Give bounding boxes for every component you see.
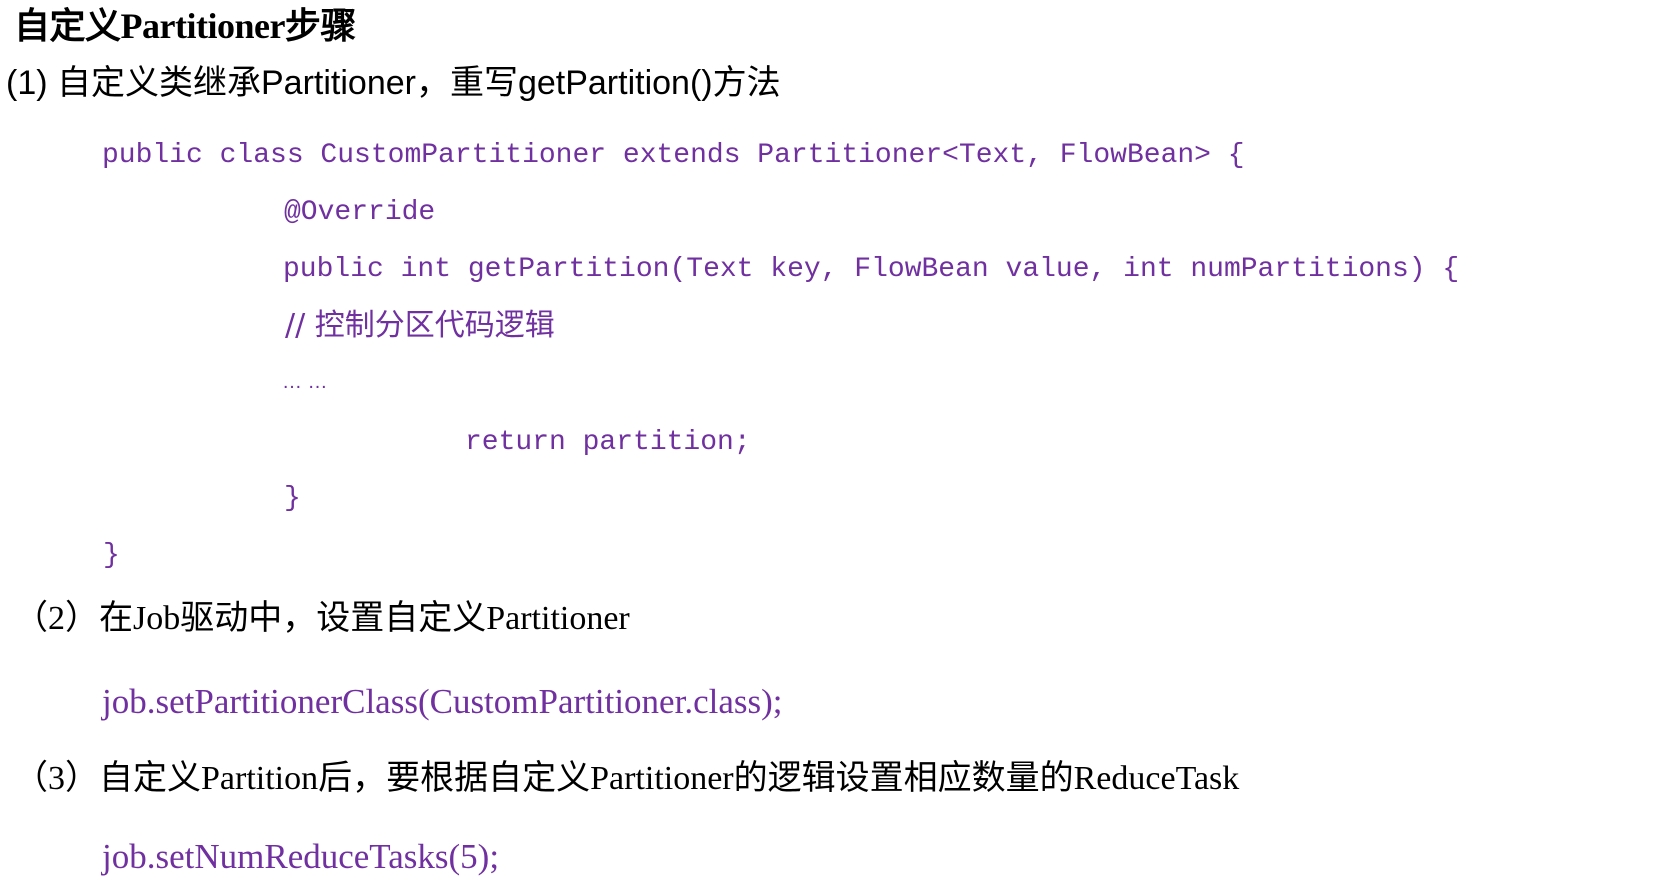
- code-line-comment: // 控制分区代码逻辑: [285, 308, 555, 343]
- code-line-class-close-brace: }: [103, 540, 120, 571]
- code-line-ellipsis: … …: [282, 371, 328, 393]
- step-1-label: (1) 自定义类继承Partitioner，重写getPartition()方法: [6, 64, 781, 102]
- code-line-set-num-reduce-tasks: job.setNumReduceTasks(5);: [102, 837, 500, 876]
- code-line-override-annotation: @Override: [284, 197, 436, 228]
- page-title: 自定义Partitioner步骤: [14, 6, 356, 46]
- code-line-get-partition-signature: public int getPartition(Text key, FlowBe…: [283, 254, 1460, 285]
- step-3-label: （3）自定义Partition后，要根据自定义Partitioner的逻辑设置相…: [14, 760, 1240, 797]
- code-line-method-close-brace: }: [284, 483, 301, 514]
- code-line-set-partitioner-class: job.setPartitionerClass(CustomPartitione…: [102, 682, 783, 721]
- step-2-label: （2）在Job驱动中，设置自定义Partitioner: [14, 600, 630, 637]
- code-line-class-declaration: public class CustomPartitioner extends P…: [102, 140, 1245, 171]
- code-line-return-partition: return partition;: [465, 427, 751, 458]
